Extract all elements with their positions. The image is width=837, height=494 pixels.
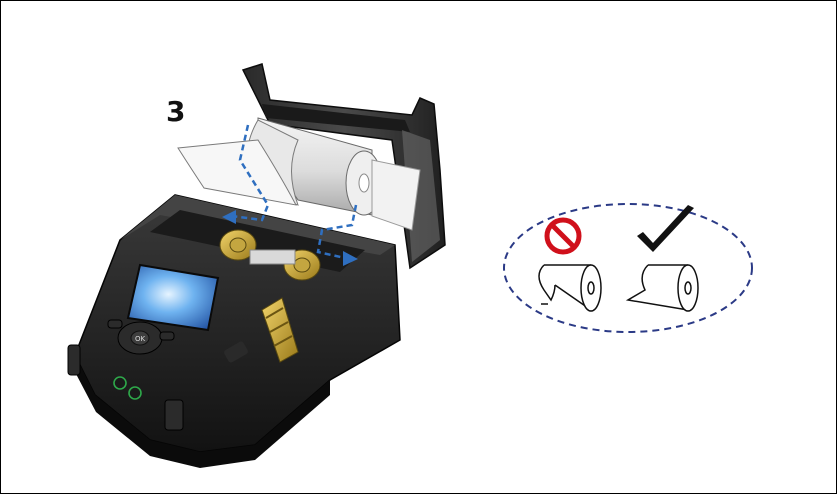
- checkmark-icon: [637, 205, 694, 252]
- roll-holder-left: [219, 229, 257, 261]
- keypad: OK: [107, 319, 175, 355]
- yellow-latch: [261, 297, 299, 363]
- power-buttons: [113, 376, 142, 400]
- display-screen: [126, 263, 220, 332]
- roll-correct-orientation: [625, 264, 699, 312]
- step-number: 3: [166, 95, 186, 128]
- prohibited-icon: [544, 217, 582, 255]
- guide-arrows: [231, 124, 358, 260]
- roll-wrong-orientation: [538, 264, 602, 312]
- guide-arrow-head-right: [343, 251, 358, 266]
- roll-spindle: [249, 249, 296, 265]
- ok-button-label: OK: [135, 335, 146, 343]
- guide-arrow-head-left: [222, 210, 236, 224]
- legend-dashed-outline: [503, 203, 753, 333]
- paper-roll: [177, 117, 421, 231]
